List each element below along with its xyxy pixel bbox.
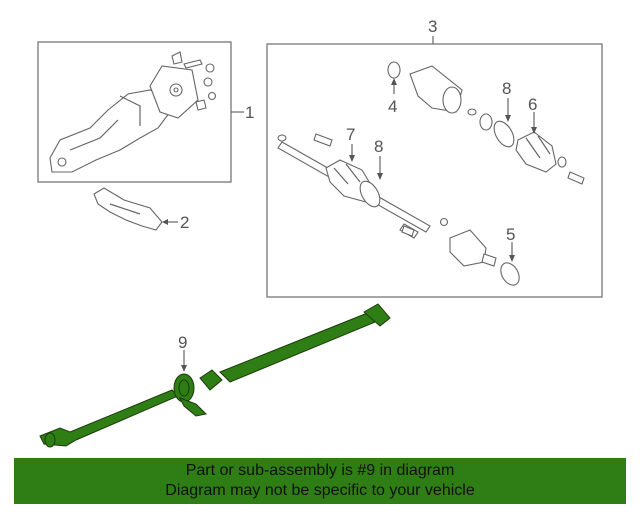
cv-joint-outer[interactable] bbox=[387, 61, 493, 131]
callout-7: 7 bbox=[346, 125, 355, 144]
differential-housing[interactable] bbox=[49, 65, 199, 173]
inner-cv-housing[interactable] bbox=[401, 225, 523, 288]
callout-8-upper: 8 bbox=[502, 79, 511, 98]
info-banner: Part or sub-assembly is #9 in diagram Di… bbox=[14, 458, 626, 504]
bracket-group: 2 bbox=[93, 187, 189, 232]
callout-2-arrowhead bbox=[162, 219, 168, 225]
callout-6: 6 bbox=[528, 95, 537, 114]
banner-line-2: Diagram may not be specific to your vehi… bbox=[165, 482, 475, 499]
differential-group: 1 bbox=[37, 41, 254, 183]
banner-line-1: Part or sub-assembly is #9 in diagram bbox=[185, 462, 455, 479]
callout-5: 5 bbox=[506, 225, 515, 244]
drive-shaft-assembly[interactable] bbox=[39, 303, 391, 448]
boot-clamp-upper[interactable] bbox=[490, 118, 518, 150]
callout-9: 9 bbox=[178, 333, 187, 352]
mount-bracket[interactable] bbox=[93, 187, 163, 231]
callout-4: 4 bbox=[388, 97, 397, 116]
boot-clamp-lower[interactable] bbox=[356, 178, 384, 210]
callout-8-lower: 8 bbox=[374, 137, 383, 156]
callout-2: 2 bbox=[180, 213, 189, 232]
differential-small-parts[interactable] bbox=[171, 51, 217, 111]
axle-group: 3 7 8 bbox=[266, 17, 603, 298]
callout-3: 3 bbox=[428, 17, 437, 36]
outer-joint-boot[interactable] bbox=[515, 131, 585, 185]
callout-1: 1 bbox=[245, 103, 254, 122]
